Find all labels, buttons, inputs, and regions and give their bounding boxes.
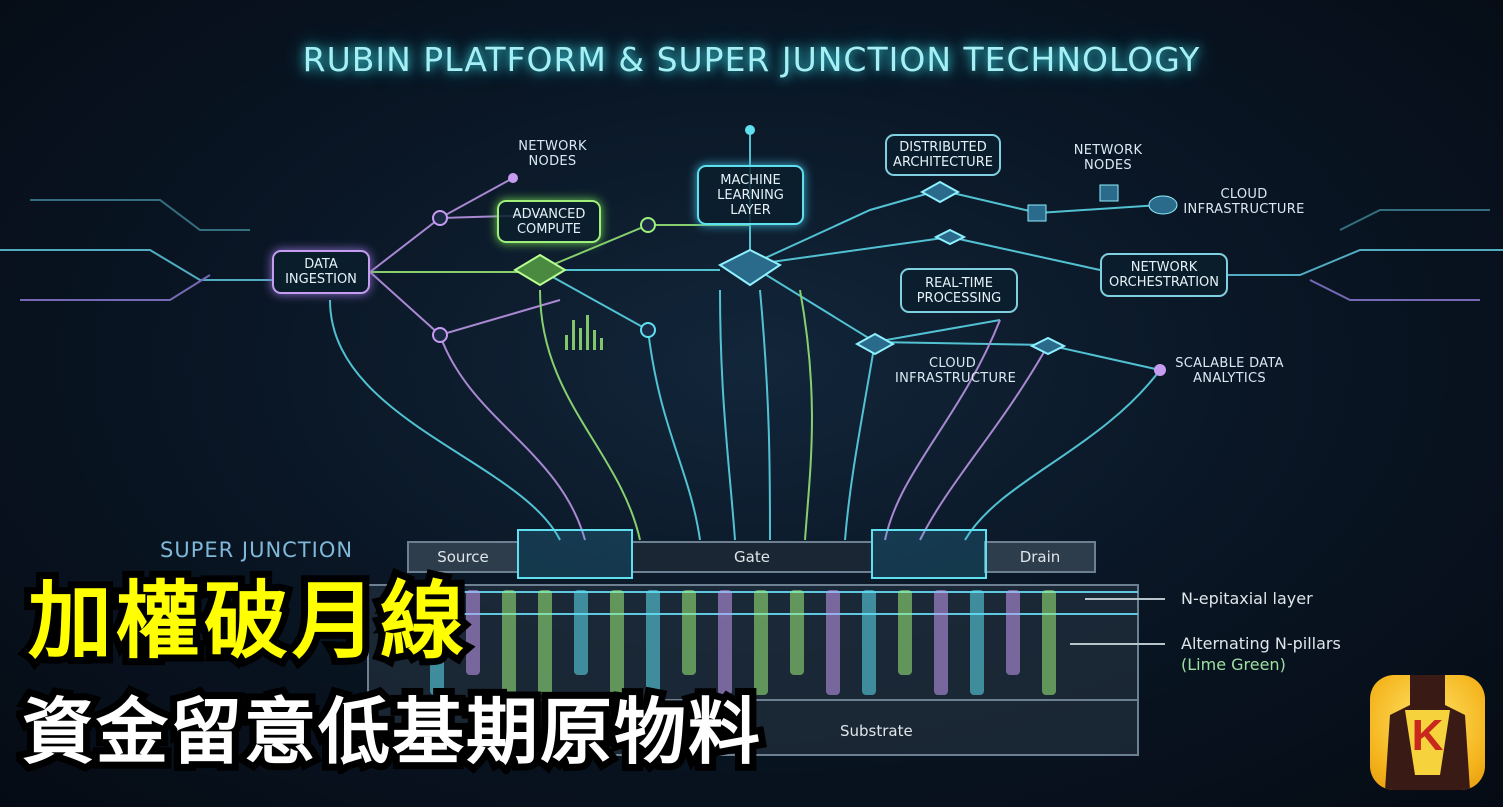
headline-secondary: 資金留意低基期原物料 [15,685,767,779]
logo-letter: K [1411,711,1444,760]
n-pillar [1042,590,1056,695]
node-network-orchestration: NETWORK ORCHESTRATION [1100,253,1228,297]
n-pillar [574,590,588,675]
diagram-title: RUBIN PLATFORM & SUPER JUNCTION TECHNOLO… [302,40,1201,79]
brand-logo: K [1370,675,1485,790]
label-cloud-infrastructure-top: CLOUD INFRASTRUCTURE [1183,187,1305,217]
headline-primary: 加權破月線 [21,569,471,673]
node-data-ingestion: DATA INGESTION [272,250,370,294]
node-machine-learning: MACHINE LEARNING LAYER [697,165,804,225]
label-cloud-infrastructure-bottom: CLOUD INFRASTRUCTURE [895,356,1017,386]
n-pillar [826,590,840,695]
label-drain: Drain [1019,548,1061,566]
n-pillar [790,590,804,675]
label-network-nodes-right: NETWORK NODES [1073,143,1143,173]
n-pillar [754,590,768,695]
label-lime-green: (Lime Green) [1181,655,1286,674]
n-pillar [682,590,696,675]
label-alternating-n-pillars: Alternating N-pillars [1181,634,1341,653]
label-source: Source [437,548,489,566]
n-pillar [970,590,984,695]
n-pillar [1006,590,1020,675]
label-gate: Gate [734,548,770,566]
n-pillar [466,590,480,675]
n-pillars [430,590,1056,695]
label-substrate: Substrate [840,722,913,740]
node-advanced-compute: ADVANCED COMPUTE [497,200,601,243]
n-pillar [862,590,876,695]
node-real-time-processing: REAL-TIME PROCESSING [900,268,1018,313]
hero-figure-icon [1385,675,1470,790]
n-pillar [898,590,912,675]
label-scalable-data-analytics: SCALABLE DATA ANALYTICS [1175,356,1284,386]
node-distributed-architecture: DISTRIBUTED ARCHITECTURE [885,134,1001,176]
n-pillar [430,590,444,695]
n-pillar [538,590,552,695]
label-network-nodes-left: NETWORK NODES [518,139,587,169]
n-pillar [718,590,732,695]
n-pillar [646,590,660,695]
label-n-epitaxial-layer: N-epitaxial layer [1181,589,1313,608]
label-super-junction: SUPER JUNCTION [160,538,354,562]
n-pillar [502,590,516,695]
n-pillar [610,590,624,695]
n-pillar [934,590,948,695]
